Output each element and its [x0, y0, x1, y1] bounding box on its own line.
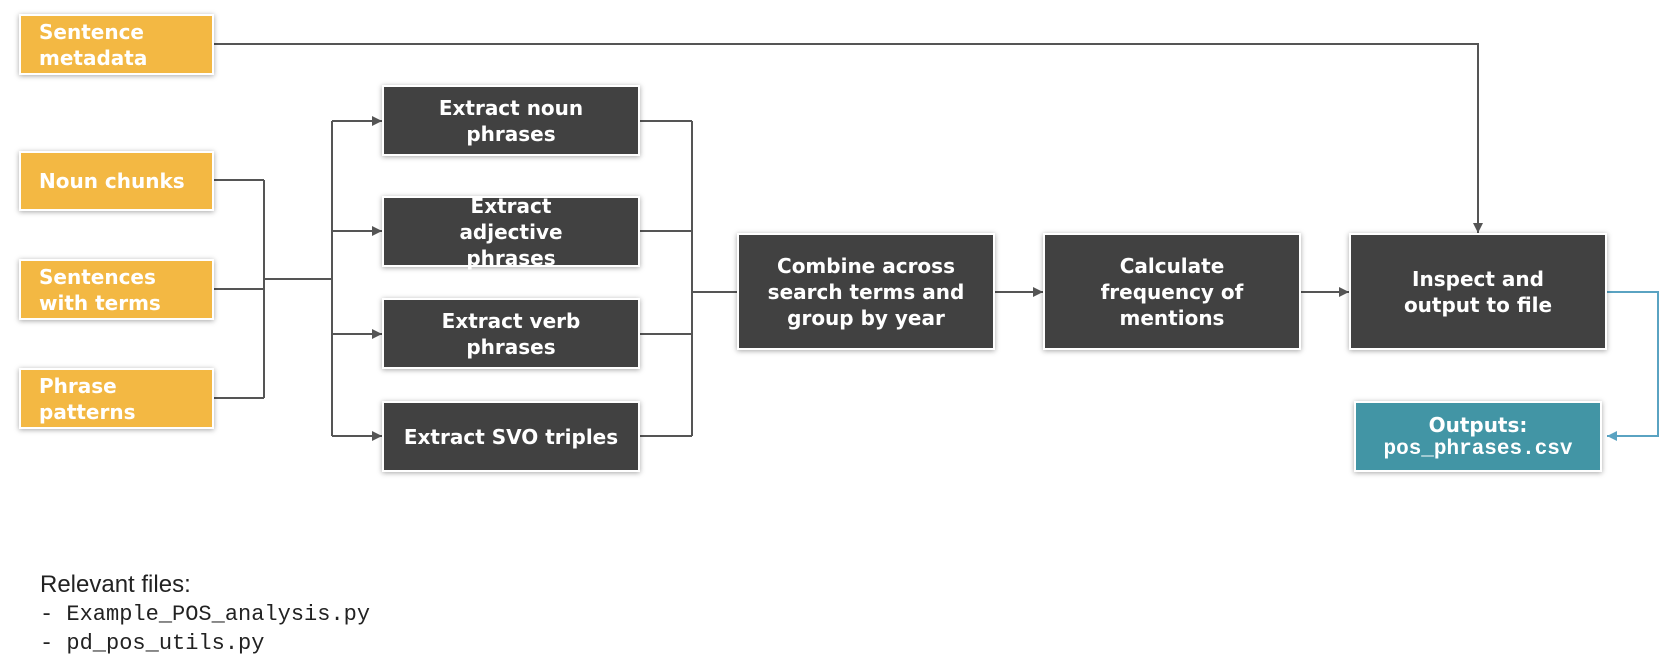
relevant-files: Relevant files: - Example_POS_analysis.p…	[40, 570, 370, 658]
input-sentence-metadata: Sentence metadata	[19, 14, 214, 75]
extract-noun-phrases-box: Extract noun phrases	[382, 85, 640, 156]
extract-adjective-phrases-label: Extract adjective phrases	[459, 193, 563, 270]
outputs-label: Outputs:	[1428, 412, 1528, 437]
input-phrase-patterns: Phrase patterns	[19, 368, 214, 429]
relevant-files-title: Relevant files:	[40, 571, 191, 598]
relevant-file-item: - Example_POS_analysis.py	[40, 602, 371, 627]
extract-noun-phrases-label: Extract noun phrases	[438, 95, 584, 146]
connector-metadata-to-inspect	[214, 43, 1483, 233]
input-phrase-patterns-label: Phrase patterns	[39, 373, 136, 424]
combine-step-label: Combine across search terms and group by…	[767, 253, 965, 330]
extract-svo-triples-label: Extract SVO triples	[403, 424, 619, 449]
extract-verb-phrases-box: Extract verb phrases	[382, 298, 640, 369]
frequency-step-box: Calculate frequency of mentions	[1043, 233, 1301, 350]
relevant-file-item: - pd_pos_utils.py	[40, 631, 265, 656]
extract-verb-phrases-label: Extract verb phrases	[441, 308, 581, 359]
extract-adjective-phrases-box: Extract adjective phrases	[382, 194, 640, 270]
inspect-step-box: Inspect and output to file	[1349, 233, 1607, 350]
input-sentence-metadata-label: Sentence metadata	[39, 19, 148, 70]
connector-inspect-to-output	[1607, 291, 1659, 441]
input-sentences-with-terms-label: Sentences with terms	[39, 264, 161, 315]
output-file-name: pos_phrases.csv	[1383, 437, 1573, 461]
input-noun-chunks-label: Noun chunks	[39, 169, 185, 193]
inspect-step-label: Inspect and output to file	[1403, 266, 1553, 317]
input-noun-chunks: Noun chunks	[19, 151, 214, 211]
input-sentences-with-terms: Sentences with terms	[19, 259, 214, 320]
outputs-box: Outputs: pos_phrases.csv	[1354, 401, 1602, 472]
combine-step-box: Combine across search terms and group by…	[737, 233, 995, 350]
extract-svo-triples-box: Extract SVO triples	[382, 401, 640, 472]
frequency-step-label: Calculate frequency of mentions	[1100, 253, 1244, 330]
